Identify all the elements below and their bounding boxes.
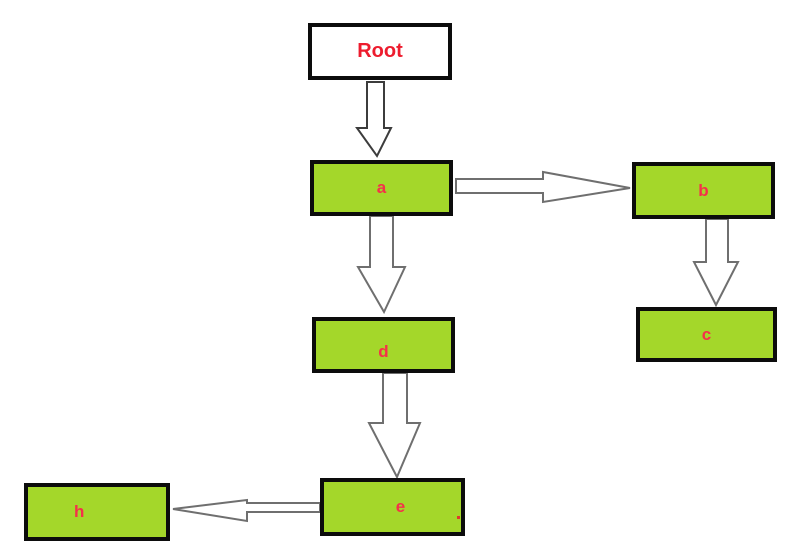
node-c: c [636,307,777,362]
node-b: b [632,162,775,219]
arrow-a-to-d [356,215,407,315]
node-h: h [24,483,170,541]
node-b-label: b [698,180,709,200]
node-a-label: a [376,178,387,197]
paint-speck [457,516,460,519]
arrow-b-to-c [692,218,740,308]
node-root-label: Root [357,40,403,62]
arrow-a-to-b [455,170,631,204]
node-h-label: h [74,502,85,521]
node-d: d [312,317,455,373]
node-root: Root [308,23,452,80]
node-e: e [320,478,465,536]
node-d-label: d [378,342,389,361]
arrow-root-to-a [355,81,393,158]
node-c-label: c [701,324,712,344]
node-e-label: e [395,497,406,516]
node-a: a [310,160,453,216]
arrow-e-to-h [172,498,321,523]
arrow-d-to-e [367,372,422,480]
